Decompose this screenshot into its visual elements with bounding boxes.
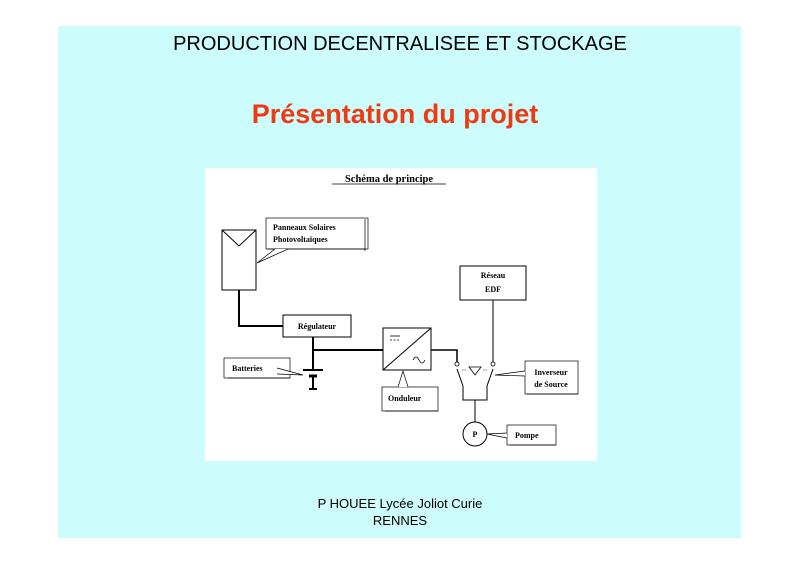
source-switch-label-line2: de Source [534,380,568,389]
diagram-background [205,168,597,461]
wire-solar-regulator [238,290,283,327]
source-switch-label-line1: Inverseur [534,368,568,377]
grid-edf-label-line1: Réseau [481,271,506,280]
footer-author: P HOUEE Lycée Joliot Curie [317,496,483,511]
slide-header: PRODUCTION DECENTRALISEE ET STOCKAGE [173,33,627,55]
batteries-label: Batteries [232,364,263,373]
batteries-callout [223,357,304,379]
solar-panel-label-line2: Photovoltaïques [273,235,328,244]
solar-panel-callout [256,217,369,264]
regulator-label: Régulateur [298,322,337,331]
pump-callout [486,424,557,446]
inverter-callout [381,369,439,412]
solar-panel-label-line1: Panneaux Solaires [273,223,336,232]
pump-symbol-label: P [473,430,478,439]
solar-panel-icon [221,229,257,291]
regulator-box [282,314,352,338]
footer-city: RENNES [372,513,428,528]
battery-symbol-icon [303,369,323,390]
inverter-icon [382,327,432,371]
wire-inverter-switch [431,349,458,362]
grid-edf-box [459,265,527,301]
inverter-label: Onduleur [388,394,422,403]
grid-edf-label-line2: EDF [485,285,501,294]
source-switch-callout [494,360,579,395]
source-switch-icon [454,361,496,422]
slide-title: Présentation du projet [251,99,539,129]
diagram-heading: Schéma de principe [345,174,433,185]
pump-label: Pompe [515,431,539,440]
principle-diagram: Schéma de principe Panneaux Solaires Pho… [205,168,597,461]
